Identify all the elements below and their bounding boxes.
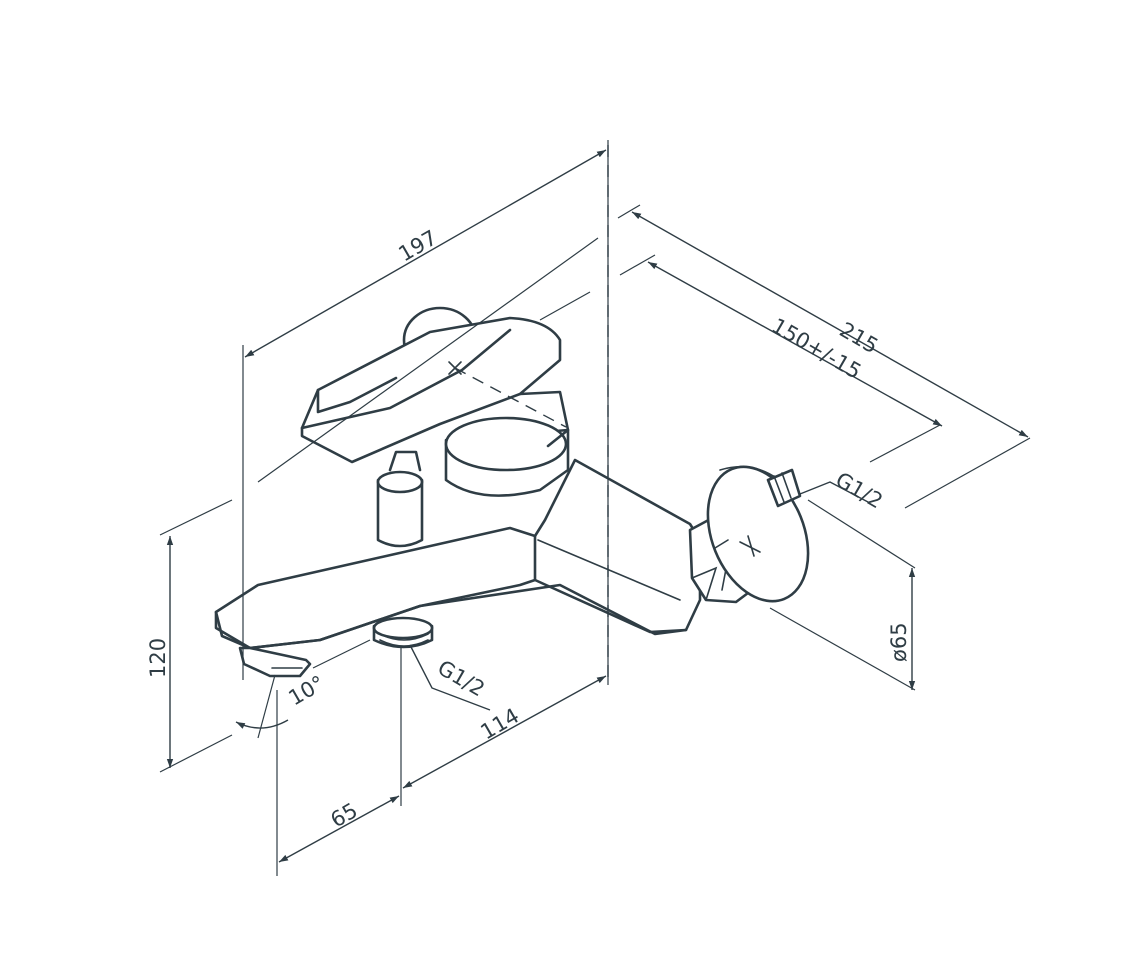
label-outlet-thread: G1/2 xyxy=(434,656,489,702)
label-flange-diameter: ø65 xyxy=(887,622,911,662)
outlet-thread-ridges xyxy=(379,633,429,647)
label-overall-width: 197 xyxy=(395,225,442,266)
dim-line-114 xyxy=(402,675,607,789)
label-outlet-offset: 114 xyxy=(477,703,524,744)
ext-height-bottom xyxy=(159,734,233,773)
angle-leg xyxy=(257,674,276,739)
diverter-stem xyxy=(388,450,422,472)
ext-depth-c xyxy=(904,437,1031,509)
dim-line-197 xyxy=(244,149,607,358)
label-height: 120 xyxy=(146,638,170,678)
ext-depth-a xyxy=(617,204,641,219)
outlet-thread-top xyxy=(372,616,434,640)
body-right-face xyxy=(533,578,688,634)
dim-arc-angle xyxy=(235,719,289,729)
handle-axis xyxy=(454,367,567,428)
diverter-knob-top xyxy=(376,470,424,494)
body-inner-line xyxy=(537,539,681,601)
cartridge-housing-top xyxy=(444,416,568,472)
ext-spout-angle xyxy=(312,639,371,669)
handle-axis-mark xyxy=(448,361,462,375)
lever-back xyxy=(316,376,398,414)
inlet-thread-ridges xyxy=(773,472,792,503)
leader-inlet-thread xyxy=(799,481,869,503)
lever-right-face xyxy=(518,390,570,448)
label-spout-offset: 65 xyxy=(327,798,362,832)
dim-line-150 xyxy=(647,261,943,427)
inlet-axis-mark xyxy=(714,535,761,557)
spout-front-edge xyxy=(214,610,252,650)
ext-flange-bottom xyxy=(769,607,916,691)
leader-outlet-thread xyxy=(409,644,491,711)
dimension-lines xyxy=(159,140,1031,876)
dim-line-215 xyxy=(631,211,1029,438)
faucet-body xyxy=(214,306,810,678)
ext-top-diag-2 xyxy=(539,291,591,321)
spout-tip xyxy=(238,646,312,678)
dim-line-65 xyxy=(278,795,400,863)
ext-depth-d xyxy=(869,424,941,463)
ext-flange-top xyxy=(807,499,916,569)
spout-side-edge xyxy=(248,534,537,650)
label-inlet-thread: G1/2 xyxy=(832,468,887,514)
ext-depth-b xyxy=(619,254,656,276)
ext-height-top xyxy=(159,499,233,536)
